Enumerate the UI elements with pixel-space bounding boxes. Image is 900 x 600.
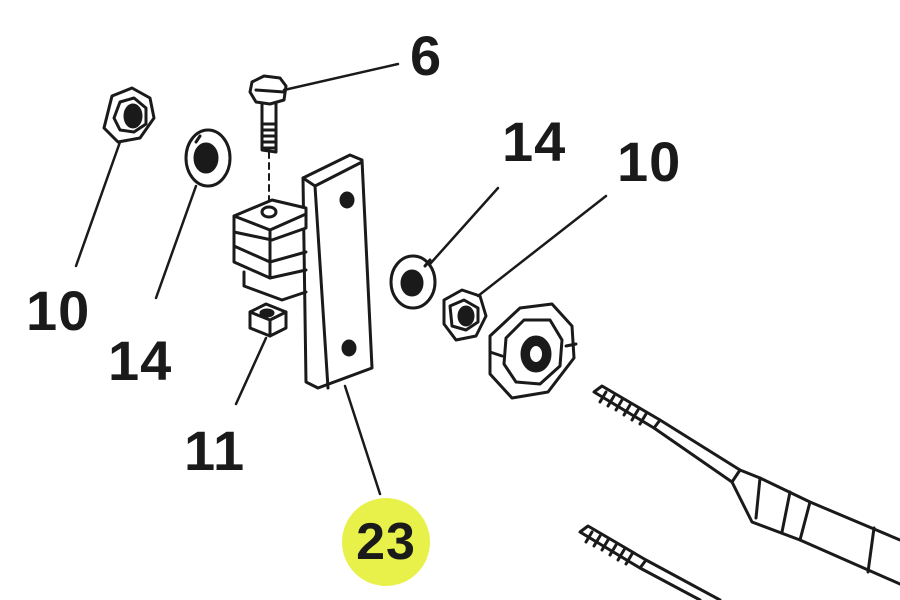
square-nut: [248, 302, 288, 338]
bolt: [248, 74, 288, 211]
hex-nut-right: [442, 288, 488, 342]
callout-14-right: 14: [502, 110, 567, 173]
leader-lines: [74, 62, 608, 496]
t-bracket: [232, 153, 374, 390]
jam-nut-large: [488, 302, 578, 400]
callout-23: 23: [356, 513, 416, 571]
lock-washer-right: [389, 254, 437, 310]
callout-14-left: 14: [108, 329, 173, 392]
callout-10-right: 10: [617, 130, 682, 193]
hex-nut-left: [102, 86, 156, 144]
cable-rod-upper: [592, 384, 900, 586]
lock-washer-left: [184, 128, 232, 188]
highlight-circle: 23: [342, 498, 430, 586]
callout-11: 11: [184, 419, 246, 482]
callout-10-left: 10: [26, 279, 91, 342]
callout-6: 6: [410, 24, 443, 87]
cable-rod-lower: [578, 524, 722, 600]
